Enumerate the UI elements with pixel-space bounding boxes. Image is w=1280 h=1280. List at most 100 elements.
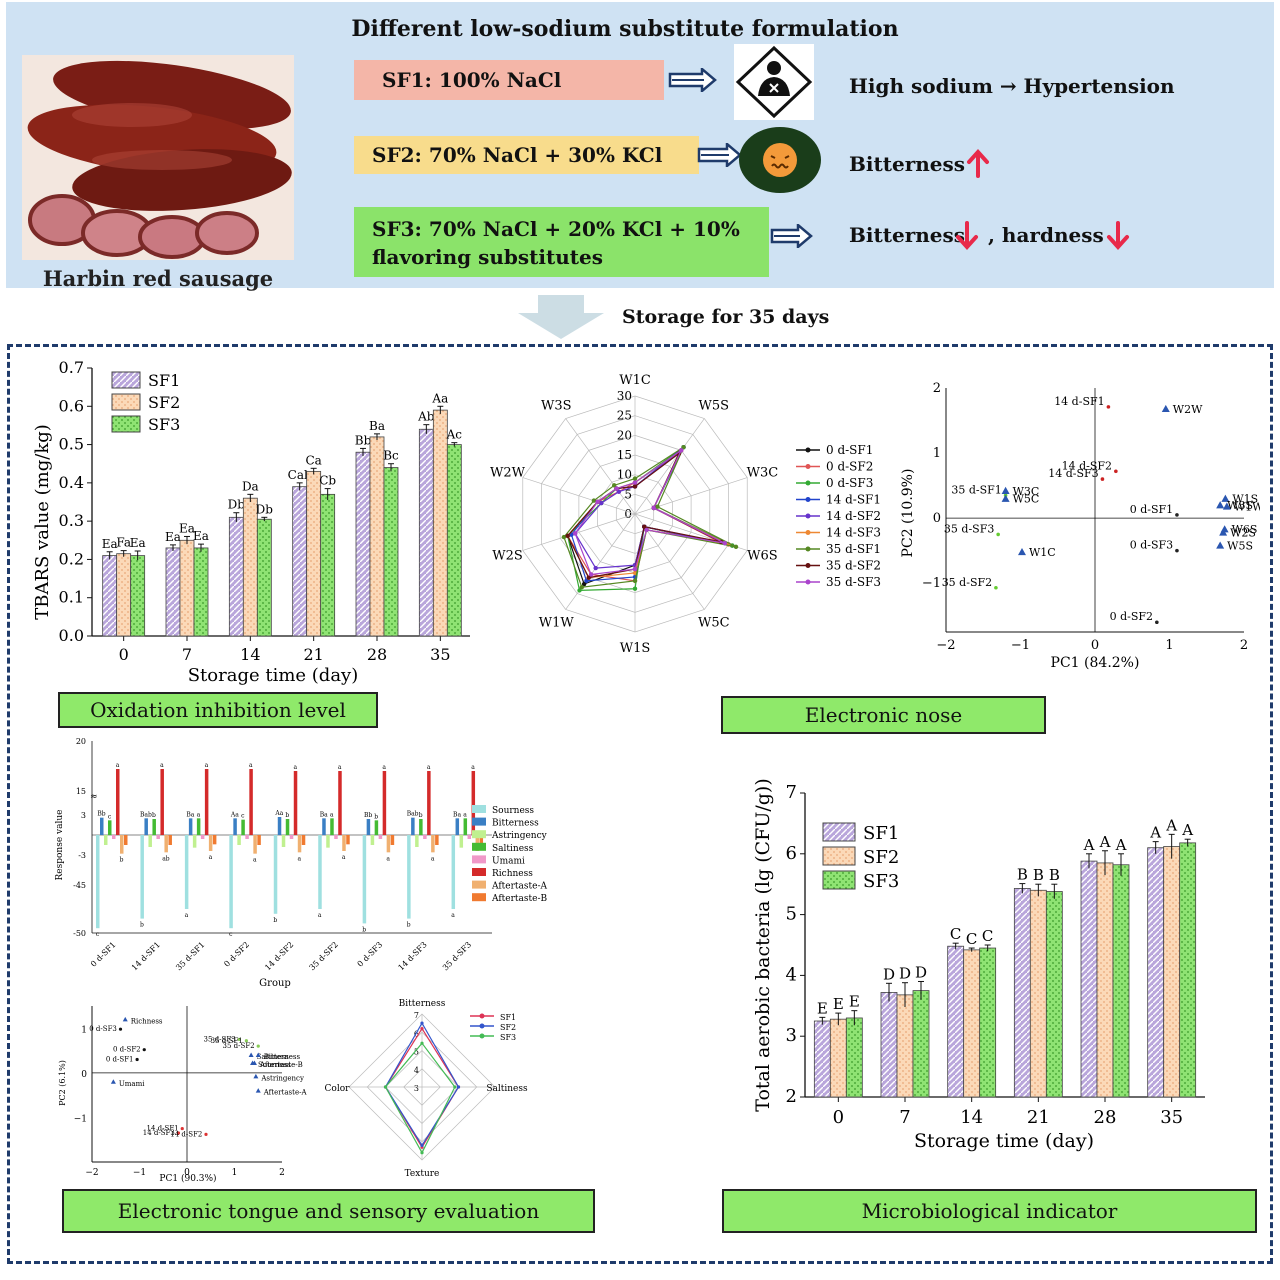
bar-saltiness — [108, 820, 112, 835]
x-tick-label: 2 — [1240, 638, 1248, 653]
significance-letter: b — [273, 917, 277, 924]
legend-marker — [805, 579, 811, 585]
significance-letter: Cb — [319, 474, 336, 488]
aerobic-xlabel: Storage time (day) — [914, 1130, 1094, 1152]
x-tick-label: 0 — [1091, 638, 1099, 653]
significance-letter: B — [1033, 866, 1044, 884]
x-tick-label: 0 d-SF2 — [222, 940, 251, 969]
radar-point — [722, 540, 727, 546]
radar-point — [651, 505, 656, 511]
significance-letter: Bab — [407, 811, 419, 818]
radar-spoke — [522, 513, 636, 551]
bar-bitterness — [322, 818, 326, 835]
legend-label: SF2 — [500, 1023, 516, 1032]
legend-label: Aftertaste-B — [491, 894, 548, 904]
radar-tick-label: 5 — [414, 1048, 419, 1057]
results-frame — [7, 344, 1273, 1264]
sample-point — [996, 532, 1000, 537]
radar-point — [588, 572, 594, 577]
radar-point — [611, 483, 617, 488]
legend-swatch — [111, 393, 141, 411]
sf1-formula: SF1: 100% NaCl — [354, 60, 664, 100]
radar-point — [383, 1085, 388, 1089]
bar-sf1 — [355, 451, 371, 637]
legend-label: 0 d-SF2 — [826, 460, 873, 474]
etongue-label: Electronic tongue and sensory evaluation — [62, 1189, 595, 1233]
sample-point — [142, 1048, 146, 1052]
legend-label: Umami — [492, 856, 525, 866]
radar-axis-label: W3S — [541, 399, 572, 414]
significance-letter: Ea — [130, 536, 146, 550]
sample-point — [1106, 405, 1111, 409]
significance-letter: Ea — [165, 530, 181, 544]
sausage-photo — [22, 55, 294, 260]
sample-label: 35 d-SF2 — [223, 1042, 255, 1050]
bar-sourness — [273, 835, 278, 914]
legend-swatch — [472, 805, 486, 813]
sensor-point — [1001, 486, 1010, 495]
significance-letter: c — [241, 813, 245, 820]
radar-axis-label: W6S — [747, 548, 778, 563]
bar-sf3 — [383, 467, 399, 637]
x-tick-label: 14 — [960, 1107, 983, 1128]
significance-letter: Db — [228, 498, 246, 512]
bar-richness — [249, 769, 253, 835]
bar-richness — [204, 769, 209, 835]
radar-point — [420, 1151, 424, 1155]
x-tick-label: −2 — [85, 1168, 98, 1178]
bar-saltiness — [241, 819, 245, 835]
significance-letter: A — [1149, 824, 1161, 842]
bar-aftertaste-a — [164, 835, 168, 853]
sf3-effect-hardness: , hardness — [988, 223, 1104, 247]
bar-saltiness — [419, 819, 423, 835]
legend-marker — [805, 563, 811, 568]
radar-point — [591, 498, 597, 503]
sensor-label: W2S — [1230, 526, 1256, 539]
radar-axis-label: W5S — [698, 399, 729, 414]
significance-letter: a — [318, 912, 322, 919]
legend-marker — [479, 1013, 485, 1019]
bar-saltiness — [374, 820, 379, 835]
significance-letter: Bb — [97, 811, 105, 818]
radar-point — [644, 527, 649, 533]
bar-sf1 — [228, 516, 244, 637]
y-tick-label: 0.2 — [59, 549, 84, 568]
significance-letter: a — [342, 854, 346, 861]
bar-astringency — [104, 835, 108, 845]
x-tick-label: 21 — [303, 645, 323, 664]
enose-radar-chart: 051015202530W1CW5SW3CW6SW5CW1SW1WW2SW2WW… — [490, 373, 881, 656]
enose-pca-xlabel: PC1 (84.2%) — [1051, 655, 1140, 671]
sensor-point — [1216, 541, 1225, 549]
bar-sf2 — [1029, 889, 1047, 1098]
x-tick-label: 1 — [1165, 638, 1173, 653]
legend-swatch — [472, 880, 486, 889]
radar-tick-label: 10 — [617, 468, 632, 482]
significance-letter: a — [185, 912, 189, 919]
bar-sf2 — [963, 949, 981, 1098]
significance-letter: b — [152, 812, 156, 819]
sample-point — [135, 1057, 139, 1062]
radar-point — [420, 1143, 424, 1147]
sausage-label: Harbin red sausage — [42, 266, 274, 291]
sensor-label: W3C — [1013, 485, 1040, 498]
radar-spoke — [565, 513, 636, 610]
bar-saltiness — [152, 819, 156, 835]
legend-label: SF3 — [500, 1033, 516, 1042]
x-tick-label: 0 — [119, 645, 129, 664]
bar-umami — [334, 835, 338, 839]
radar-tick-label: 0 — [624, 507, 632, 521]
double-arrow-right-icon — [770, 224, 813, 248]
radar-series-line — [384, 1042, 456, 1154]
x-tick-label: 14 — [240, 645, 260, 664]
bar-sf3 — [1112, 864, 1130, 1098]
x-tick-label: 1 — [232, 1168, 238, 1178]
sample-label: 0 d-SF2 — [1110, 610, 1153, 623]
significance-letter: b — [374, 813, 378, 820]
y-tick-label: 3 — [81, 811, 86, 820]
y-tick-label: -45 — [73, 881, 86, 890]
significance-letter: C — [950, 925, 961, 943]
bar-astringency — [192, 835, 197, 848]
tbars-xlabel: Storage time (day) — [188, 665, 359, 686]
radar-axis-label: Bitterness — [399, 999, 446, 1009]
radar-series-line — [570, 446, 729, 582]
